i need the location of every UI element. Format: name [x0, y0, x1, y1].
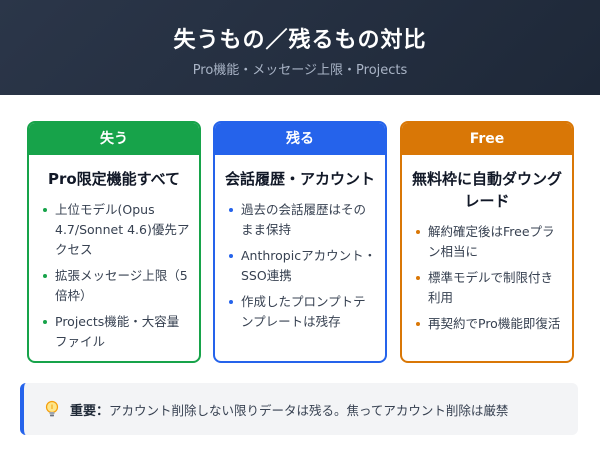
- card-lose-list: 上位モデル(Opus 4.7/Sonnet 4.6)優先アクセス 拡張メッセージ…: [29, 200, 199, 352]
- card-keep: 残る 会話履歴・アカウント 過去の会話履歴はそのまま保持 Anthropicアカ…: [213, 121, 387, 363]
- card-keep-list: 過去の会話履歴はそのまま保持 Anthropicアカウント・SSO連携 作成した…: [215, 200, 385, 332]
- card-lose-title: Pro限定機能すべて: [47, 170, 181, 188]
- card-lose: 失う Pro限定機能すべて 上位モデル(Opus 4.7/Sonnet 4.6)…: [27, 121, 201, 363]
- list-item: Anthropicアカウント・SSO連携: [229, 246, 377, 286]
- card-free: Free 無料枠に自動ダウングレード 解約確定後はFreeプラン相当に 標準モデ…: [400, 121, 574, 363]
- list-item: 上位モデル(Opus 4.7/Sonnet 4.6)優先アクセス: [43, 200, 191, 260]
- list-item: 拡張メッセージ上限（5倍枠）: [43, 266, 191, 306]
- list-item: 再契約でPro機能即復活: [416, 314, 564, 334]
- note-label: 重要：: [70, 403, 110, 419]
- page-title: 失うもの／残るもの対比: [173, 28, 427, 53]
- card-free-list: 解約確定後はFreeプラン相当に 標準モデルで制限付き利用 再契約でPro機能即…: [402, 222, 572, 334]
- card-keep-title: 会話履歴・アカウント: [224, 170, 375, 188]
- list-item: 解約確定後はFreeプラン相当に: [416, 222, 564, 262]
- list-item: 過去の会話履歴はそのまま保持: [229, 200, 377, 240]
- list-item: 作成したプロンプトテンプレートは残存: [229, 292, 377, 332]
- card-lose-header: 失う: [29, 123, 199, 155]
- card-free-title: 無料枠に自動ダウングレード: [411, 170, 562, 210]
- lightbulb-icon: [45, 400, 59, 417]
- list-item: 標準モデルで制限付き利用: [416, 268, 564, 308]
- card-keep-header: 残る: [215, 123, 385, 155]
- page-subtitle: Pro機能・メッセージ上限・Projects: [192, 63, 408, 78]
- list-item: Projects機能・大容量ファイル: [43, 312, 191, 352]
- note-text: アカウント削除しない限りデータは残る。焦ってアカウント削除は厳禁: [109, 402, 509, 418]
- important-note: 重要： アカウント削除しない限りデータは残る。焦ってアカウント削除は厳禁: [20, 383, 578, 435]
- card-free-header: Free: [402, 123, 572, 155]
- header: 失うもの／残るもの対比 Pro機能・メッセージ上限・Projects: [0, 0, 600, 95]
